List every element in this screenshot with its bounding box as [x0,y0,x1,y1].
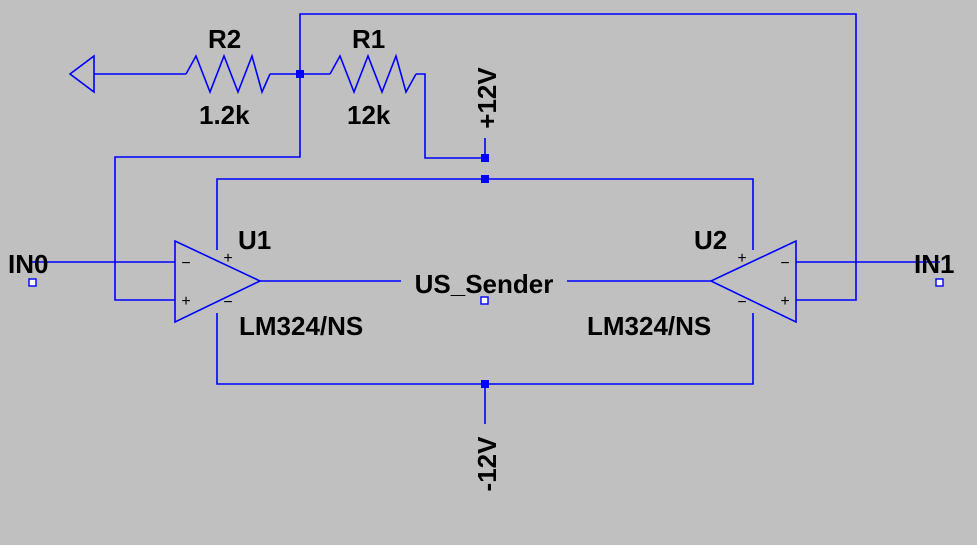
ground-symbol [68,54,95,94]
wire-top-feedback [299,13,857,301]
u1-part-number: LM324/NS [239,311,363,341]
u2-pin-minus: − [780,255,789,272]
in0-label: IN0 [8,249,48,279]
u1-reference: U1 [238,225,271,255]
r2-reference: R2 [208,24,241,54]
r1-value: 12k [347,100,391,130]
net-flag-us-sender [480,296,489,305]
wire-u1-plus-loop [114,74,301,301]
r1-reference: R1 [352,24,385,54]
in1-label: IN1 [914,249,954,279]
r2-value: 1.2k [199,100,250,130]
net-flag-in0 [28,278,37,287]
wire-r1-to-vpos [416,73,485,159]
wire-vpos-rail [216,178,754,250]
resistor-r1[interactable] [329,53,417,95]
u2-part-number: LM324/NS [587,311,711,341]
u2-reference: U2 [694,225,727,255]
u1-pin-vneg: − [223,294,232,311]
net-flag-in1 [935,278,944,287]
u2-pin-vpos: + [737,250,746,267]
u1-pin-vpos: + [223,250,232,267]
u1-pin-plus: + [181,293,190,310]
u1-pin-minus: − [181,255,190,272]
opamp-u2[interactable] [709,239,797,324]
net-label-us-sender: US_Sender [415,269,554,299]
junction-r1-r2 [296,70,304,78]
vneg-label: -12V [472,436,502,492]
junction-vpos-rail [481,175,489,183]
resistor-r2[interactable] [185,53,271,95]
vpos-label: +12V [472,67,502,129]
opamp-u1[interactable] [174,239,262,324]
junction-vpos-flag [481,154,489,162]
u2-pin-vneg: − [737,294,746,311]
junction-vneg-rail [481,380,489,388]
u2-pin-plus: + [780,293,789,310]
